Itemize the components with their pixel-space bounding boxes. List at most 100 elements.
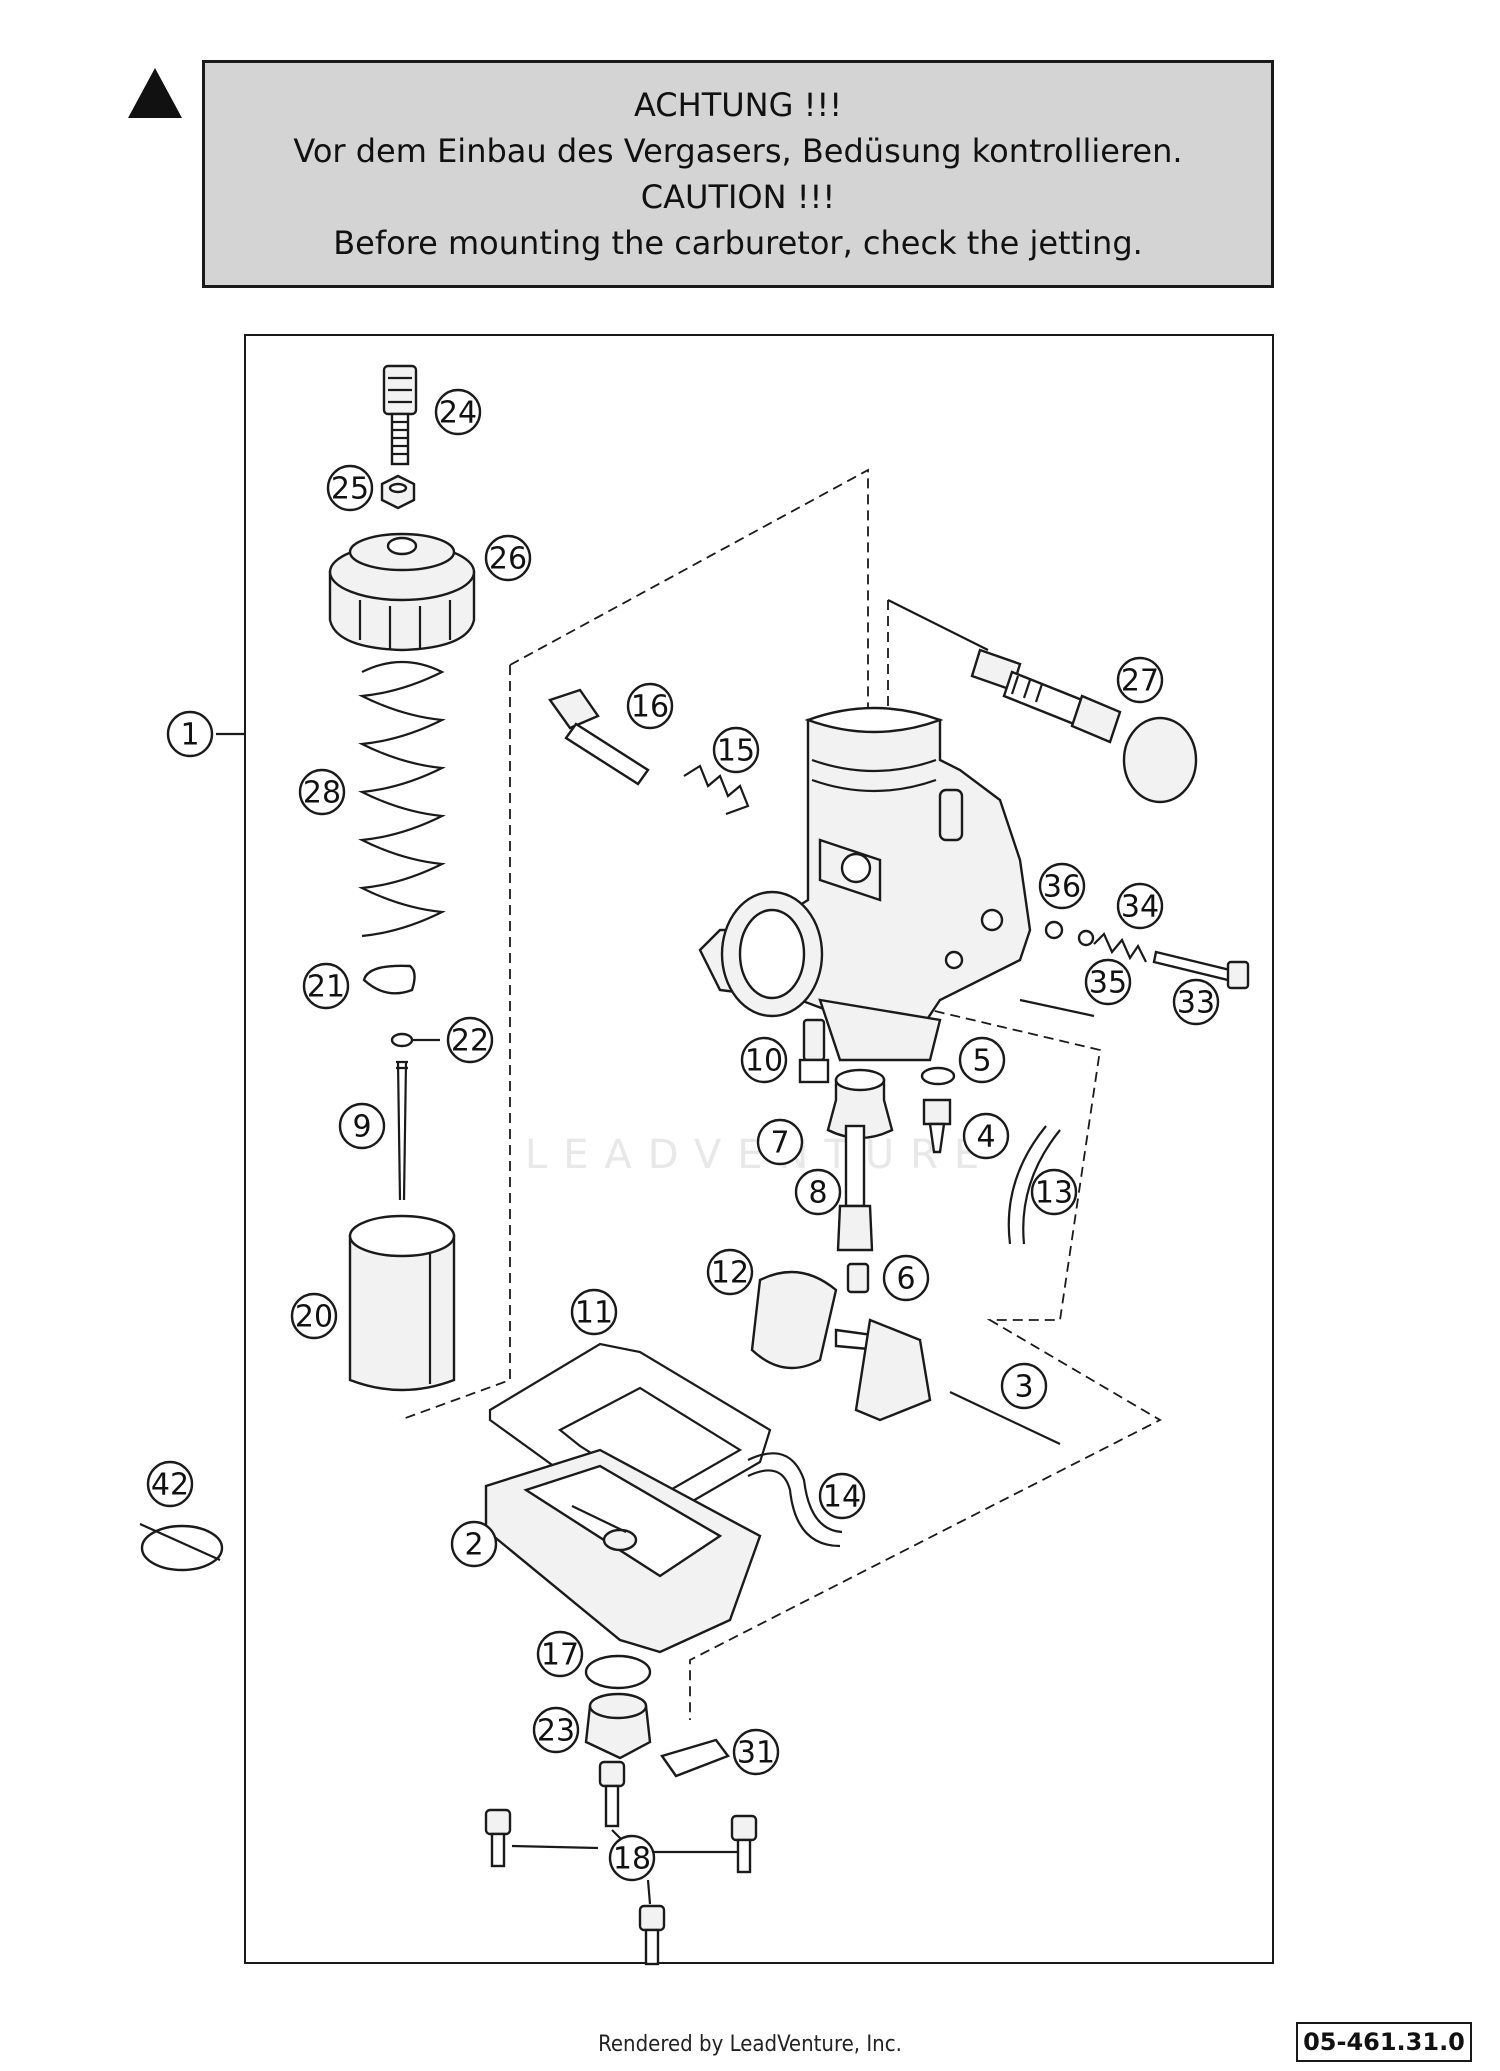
diagram-frame: [244, 334, 1274, 1964]
caution-line-en-text: Before mounting the carburetor, check th…: [333, 224, 1143, 262]
svg-text:35: 35: [1089, 966, 1127, 1001]
part-18-screws: [484, 1760, 758, 1966]
carburetor-body: [698, 706, 1032, 1062]
part-2-float-bowl: [484, 1448, 762, 1654]
svg-text:22: 22: [451, 1024, 489, 1059]
svg-text:3: 3: [1014, 1370, 1033, 1405]
part-27-choke: [887, 599, 1198, 804]
svg-text:14: 14: [823, 1480, 861, 1515]
part-23-drain-plug: [584, 1692, 652, 1760]
callout-3: 3: [1000, 1362, 1048, 1410]
callout-24: 24: [434, 388, 482, 436]
svg-text:33: 33: [1177, 986, 1215, 1021]
callout-42: 42: [146, 1460, 194, 1508]
callout-22: 22: [446, 1016, 494, 1064]
svg-text:1: 1: [180, 718, 199, 753]
svg-text:28: 28: [303, 776, 341, 811]
part-14-hose: [747, 1452, 843, 1548]
svg-text:11: 11: [575, 1296, 613, 1331]
callout-21: 21: [302, 962, 350, 1010]
svg-text:4: 4: [976, 1120, 995, 1155]
part-3-pin: [949, 1391, 1061, 1445]
part-21-plate: [362, 964, 416, 995]
callout-35: 35: [1084, 958, 1132, 1006]
part-8-tube: [836, 1124, 874, 1252]
part-9-needle: [396, 1060, 408, 1201]
callout-23: 23: [532, 1706, 580, 1754]
callout-17: 17: [536, 1630, 584, 1678]
caution-line-de-title: ACHTUNG !!!: [633, 86, 843, 124]
svg-text:7: 7: [770, 1126, 789, 1161]
callout-15: 15: [712, 726, 760, 774]
part-12-float: [750, 1270, 932, 1422]
watermark-text: LEADVENTURE: [524, 1132, 996, 1178]
part-16-screw: [548, 688, 650, 786]
part-6-main-jet: [846, 1262, 870, 1294]
callout-1: 1: [166, 710, 214, 758]
svg-text:6: 6: [896, 1262, 915, 1297]
part-13-hose: [1007, 1125, 1061, 1245]
part-17-oring: [584, 1654, 652, 1690]
svg-text:16: 16: [631, 690, 669, 725]
part-5-oring: [920, 1066, 956, 1086]
callout-18: 18: [608, 1834, 656, 1882]
svg-text:10: 10: [745, 1044, 783, 1079]
callout-10: 10: [740, 1036, 788, 1084]
part-25-nut: [380, 474, 416, 510]
callout-33: 33: [1172, 978, 1220, 1026]
callout-5: 5: [958, 1036, 1006, 1084]
svg-text:26: 26: [489, 542, 527, 577]
part-34-spring: [1093, 932, 1147, 963]
warning-triangle-icon: [128, 68, 182, 118]
callout-9: 9: [338, 1102, 386, 1150]
part-10-jet: [798, 1018, 830, 1084]
svg-text:24: 24: [439, 396, 477, 431]
svg-text:15: 15: [717, 734, 755, 769]
callout-28: 28: [298, 768, 346, 816]
svg-text:12: 12: [711, 1256, 749, 1291]
part-33-screw: [1152, 950, 1250, 990]
callout-31: 31: [732, 1728, 780, 1776]
svg-text:2: 2: [464, 1528, 483, 1563]
svg-text:25: 25: [331, 472, 369, 507]
part-35-washer: [1077, 929, 1095, 947]
svg-text:18: 18: [613, 1842, 651, 1877]
part-4-float-needle: [922, 1098, 952, 1154]
callout-8: 8: [794, 1168, 842, 1216]
part-11-gasket: [488, 1342, 772, 1522]
svg-text:31: 31: [737, 1736, 775, 1771]
leader-35: [1019, 998, 1095, 1018]
svg-text:42: 42: [151, 1468, 189, 1503]
callout-20: 20: [290, 1292, 338, 1340]
rendered-by-text: Rendered by LeadVenture, Inc.: [598, 2032, 902, 2057]
svg-text:27: 27: [1121, 664, 1159, 699]
caution-line-de-text: Vor dem Einbau des Vergasers, Bedüsung k…: [293, 132, 1183, 170]
svg-text:8: 8: [808, 1176, 827, 1211]
callout-13: 13: [1030, 1168, 1078, 1216]
svg-text:21: 21: [307, 970, 345, 1005]
callout-14: 14: [818, 1472, 866, 1520]
part-36-oring: [1044, 920, 1064, 940]
callout-6: 6: [882, 1254, 930, 1302]
callout-11: 11: [570, 1288, 618, 1336]
callout-34: 34: [1116, 882, 1164, 930]
part-24-adjuster: [382, 364, 418, 466]
part-28-spring: [358, 660, 446, 938]
callout-4: 4: [962, 1112, 1010, 1160]
caution-notice: ACHTUNG !!! Vor dem Einbau des Vergasers…: [202, 60, 1274, 288]
callout-25: 25: [326, 464, 374, 512]
callout-26: 26: [484, 534, 532, 582]
svg-text:9: 9: [352, 1110, 371, 1145]
callout-36: 36: [1038, 862, 1086, 910]
svg-text:17: 17: [541, 1638, 579, 1673]
svg-text:5: 5: [972, 1044, 991, 1079]
svg-text:20: 20: [295, 1300, 333, 1335]
part-15-spring: [683, 764, 750, 816]
callout-12: 12: [706, 1248, 754, 1296]
part-31-bracket: [660, 1738, 730, 1778]
callout-16: 16: [626, 682, 674, 730]
part-20-slide: [348, 1214, 456, 1392]
svg-text:23: 23: [537, 1714, 575, 1749]
svg-text:34: 34: [1121, 890, 1159, 925]
